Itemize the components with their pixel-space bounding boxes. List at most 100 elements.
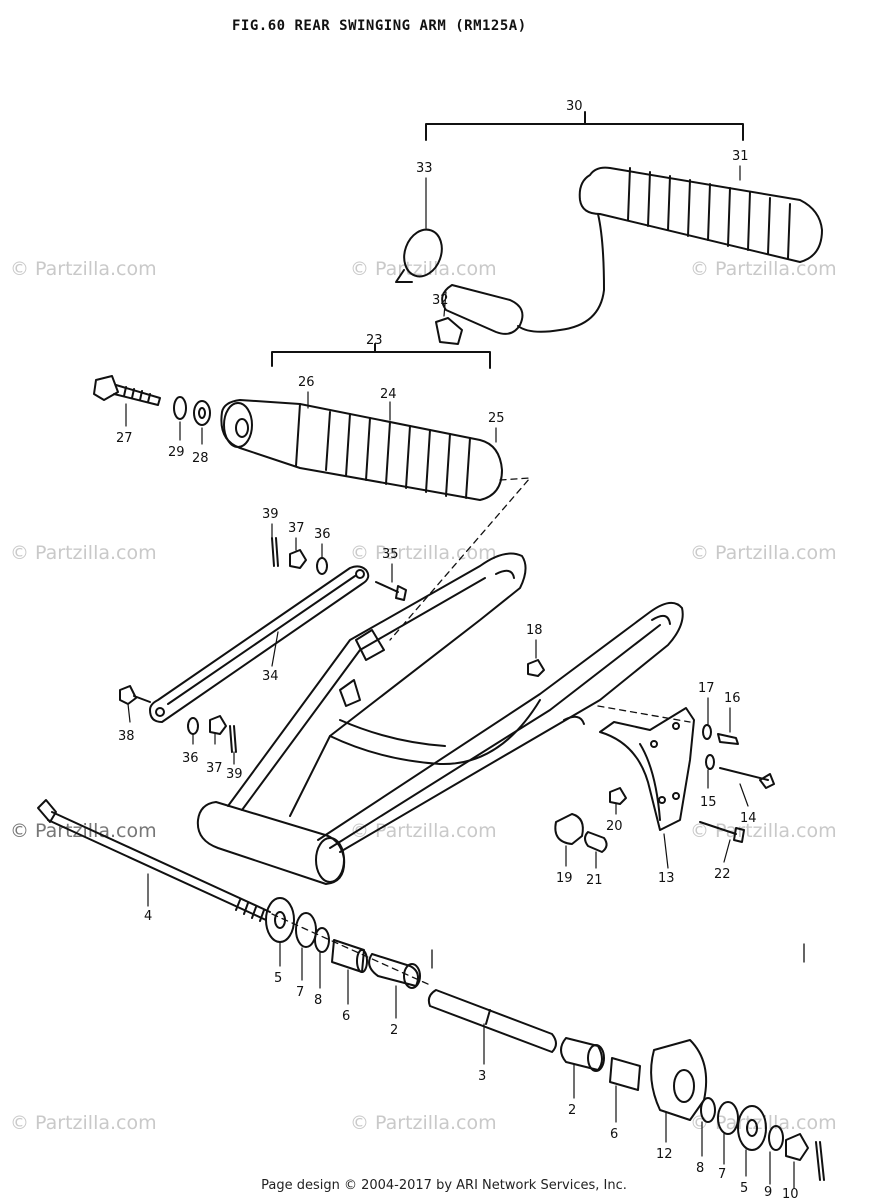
callout-8-right: 8 xyxy=(696,1161,704,1176)
shock-absorber-24 xyxy=(220,399,503,501)
callout-7-right: 7 xyxy=(718,1167,726,1182)
bushing-2-right xyxy=(560,1037,603,1071)
callout-36-top: 36 xyxy=(314,527,331,542)
callout-24: 24 xyxy=(380,387,397,402)
callout-39-top: 39 xyxy=(262,507,279,522)
callout-33: 33 xyxy=(416,161,433,176)
washer-8-left xyxy=(314,927,330,953)
callout-13: 13 xyxy=(658,871,675,886)
watermark: © Partzilla.com xyxy=(690,820,837,842)
bolt-14 xyxy=(719,767,775,789)
callout-16: 16 xyxy=(724,691,741,706)
callout-5-left: 5 xyxy=(274,971,282,986)
bearing-6-right xyxy=(609,1057,641,1091)
washer-9 xyxy=(768,1125,784,1151)
nut-20 xyxy=(609,787,627,805)
bushing-2-left xyxy=(368,953,419,987)
callout-10: 10 xyxy=(782,1187,799,1200)
bolt-16 xyxy=(717,733,739,745)
watermark: © Partzilla.com xyxy=(690,1112,837,1134)
callout-30: 30 xyxy=(566,99,583,114)
seal-7-left xyxy=(295,912,317,948)
cotter-pin-39-top xyxy=(271,537,279,567)
seal-7-right xyxy=(717,1101,739,1135)
callout-37-top: 37 xyxy=(288,521,305,536)
callout-15: 15 xyxy=(700,795,717,810)
callout-23: 23 xyxy=(366,333,383,348)
swing-arm xyxy=(196,552,684,885)
callout-34: 34 xyxy=(262,669,279,684)
cotter-pin-39-bottom xyxy=(229,725,237,753)
washer-8-right xyxy=(700,1097,716,1123)
watermark: © Partzilla.com xyxy=(10,258,157,280)
callout-37-bottom: 37 xyxy=(206,761,223,776)
watermark: © Partzilla.com xyxy=(10,1112,157,1134)
link-rod-34 xyxy=(149,565,370,723)
watermark: © Partzilla.com xyxy=(350,1112,497,1134)
watermark: © Partzilla.com xyxy=(690,542,837,564)
callout-26: 26 xyxy=(298,375,315,390)
callout-12: 12 xyxy=(656,1147,673,1162)
page-title: FIG.60 REAR SWINGING ARM (RM125A) xyxy=(232,18,527,34)
nut-18 xyxy=(527,659,545,677)
reservoir-canister xyxy=(441,284,524,335)
bearing-6-left xyxy=(331,939,365,973)
callout-2-left: 2 xyxy=(390,1023,398,1038)
washer-5-right xyxy=(737,1105,767,1151)
washer-17 xyxy=(702,724,712,740)
bracket-32 xyxy=(435,317,463,345)
bolt-38 xyxy=(119,685,151,705)
washer-28 xyxy=(193,400,211,426)
callout-38: 38 xyxy=(118,729,135,744)
nut-37-top xyxy=(289,549,307,569)
cotter-pin-11 xyxy=(815,1141,825,1181)
bracket-30 xyxy=(425,123,744,141)
callout-19: 19 xyxy=(556,871,573,886)
pivot-shaft-4 xyxy=(37,799,271,922)
washer-15 xyxy=(705,754,715,770)
callout-36-bottom: 36 xyxy=(182,751,199,766)
watermark: © Partzilla.com xyxy=(690,258,837,280)
callout-8-left: 8 xyxy=(314,993,322,1008)
callout-32: 32 xyxy=(432,293,449,308)
callout-28: 28 xyxy=(192,451,209,466)
reservoir-shock-31 xyxy=(517,166,823,333)
nut-10 xyxy=(785,1133,809,1161)
callout-9: 9 xyxy=(764,1185,772,1200)
callout-18: 18 xyxy=(526,623,543,638)
washer-29 xyxy=(173,396,187,420)
callout-14: 14 xyxy=(740,811,757,826)
spacer-21 xyxy=(584,831,608,853)
roller-19 xyxy=(554,813,584,845)
callout-4: 4 xyxy=(144,909,152,924)
callout-3: 3 xyxy=(478,1069,486,1084)
washer-36-top xyxy=(316,557,328,575)
callout-27: 27 xyxy=(116,431,133,446)
callout-35: 35 xyxy=(382,547,399,562)
callout-7-left: 7 xyxy=(296,985,304,1000)
watermark: © Partzilla.com xyxy=(350,258,497,280)
callout-22: 22 xyxy=(714,867,731,882)
bolt-22 xyxy=(699,821,745,843)
callout-20: 20 xyxy=(606,819,623,834)
callout-25: 25 xyxy=(488,411,505,426)
callout-29: 29 xyxy=(168,445,185,460)
nut-37-bottom xyxy=(209,715,227,735)
washer-36-bottom xyxy=(187,717,199,735)
callout-39-bottom: 39 xyxy=(226,767,243,782)
chain-guide-13 xyxy=(599,707,695,831)
sleeve-3 xyxy=(427,989,557,1053)
watermark: © Partzilla.com xyxy=(10,542,157,564)
bolt-35 xyxy=(375,581,407,601)
watermark: © Partzilla.com xyxy=(10,820,157,842)
callout-21: 21 xyxy=(586,873,603,888)
callout-17: 17 xyxy=(698,681,715,696)
bracket-23 xyxy=(271,351,491,369)
callout-6-left: 6 xyxy=(342,1009,350,1024)
callout-6-right: 6 xyxy=(610,1127,618,1142)
pivot-cap-12 xyxy=(650,1039,708,1121)
callout-2-right: 2 xyxy=(568,1103,576,1118)
callout-5-right: 5 xyxy=(740,1181,748,1196)
bolt-27 xyxy=(93,375,161,406)
